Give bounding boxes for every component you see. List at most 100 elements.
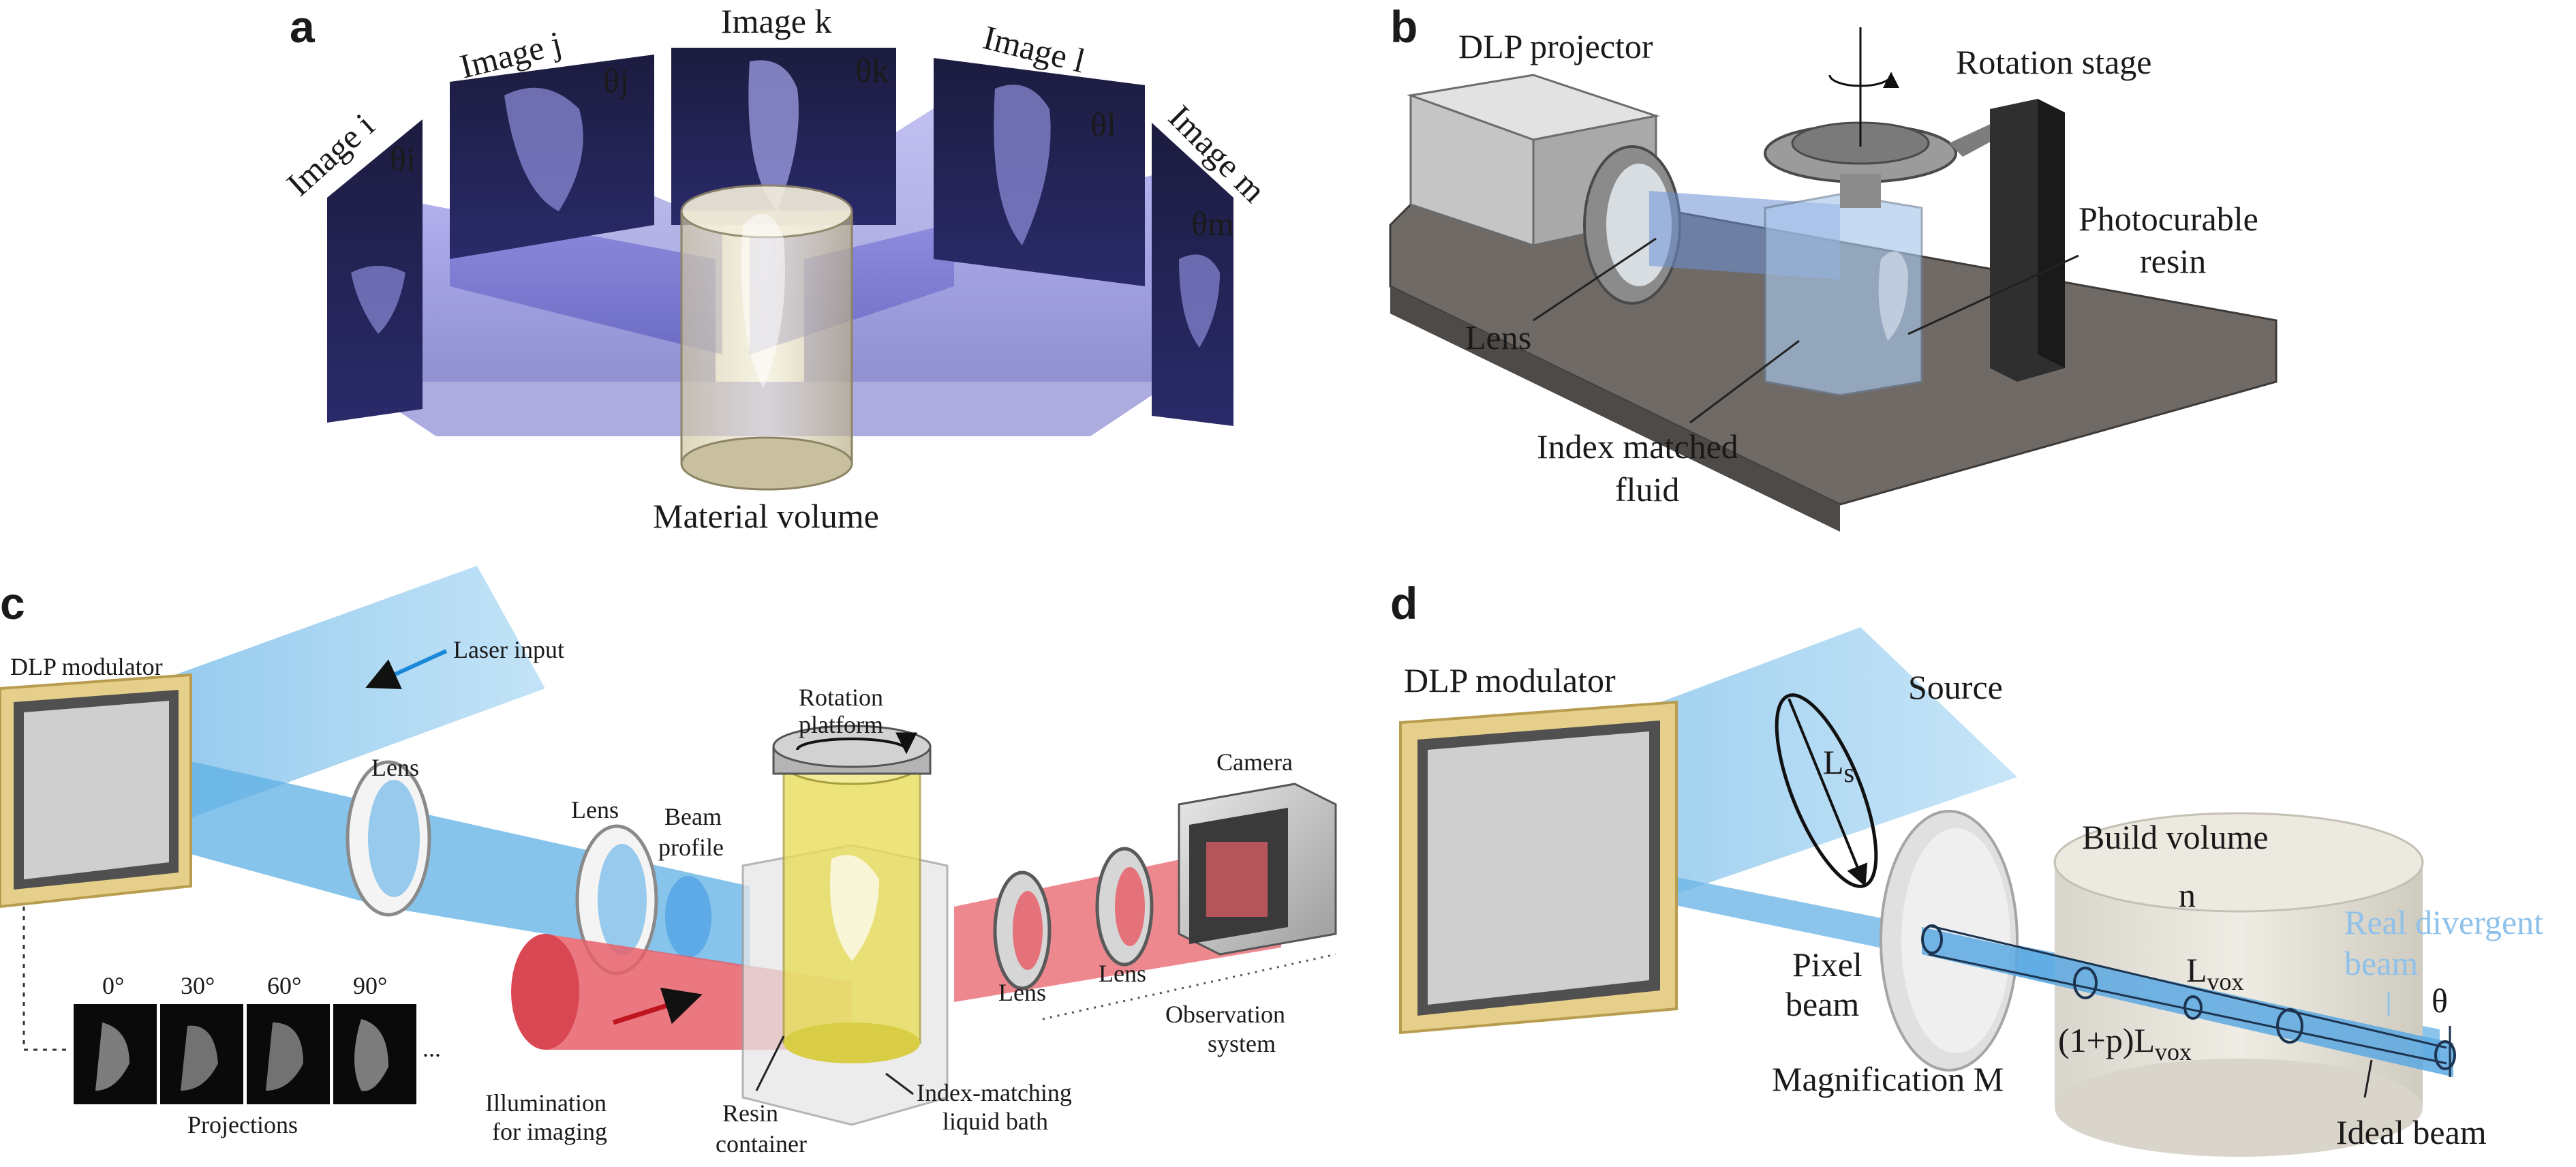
base-platform-edge	[1390, 286, 1840, 532]
image-j-angle: θj	[603, 61, 629, 100]
magnification-label: Magnification M	[1772, 1060, 2004, 1098]
observation-dotted-line	[1042, 953, 1336, 1020]
panel-c-letter: c	[0, 578, 25, 628]
resin-container-label-1: Resin	[722, 1100, 778, 1127]
illumination-arrow-icon	[612, 987, 703, 1025]
panel-a: a Image i θi Image j θj Image k θk	[279, 1, 1274, 535]
lens-c3-label: Lens	[998, 979, 1046, 1006]
lens-label: Lens	[1465, 318, 1531, 357]
voxel-ring-5	[2434, 1040, 2456, 1070]
material-volume-label: Material volume	[653, 497, 879, 535]
fluid-leader	[1689, 339, 1800, 424]
lens-c4-label: Lens	[1099, 960, 1146, 987]
lens-c1-label: Lens	[371, 754, 419, 781]
rotation-arrow-icon	[1828, 72, 1899, 89]
fluid-label-1: Index matched	[1537, 427, 1738, 466]
resin-container-label-2: container	[716, 1130, 807, 1157]
ideal-beam-line-2	[1928, 924, 2447, 1049]
rotation-stage-label: Rotation stage	[1956, 43, 2151, 81]
photocurable-label-2: resin	[2140, 242, 2206, 280]
angle-90-label: 90°	[353, 972, 387, 999]
angle-30-label: 30°	[181, 972, 215, 999]
angle-0-label: 0°	[102, 972, 124, 999]
image-k-angle: θk	[855, 51, 889, 89]
image-plane-i: Image i θi	[279, 106, 423, 423]
image-plane-j: Image j θj	[450, 24, 654, 259]
ideal-beam-leader	[2363, 1059, 2373, 1098]
angle-60-label: 60°	[267, 972, 301, 999]
source-width-arrow	[1788, 698, 1868, 887]
resin-container	[782, 742, 921, 1063]
voxel-ring-4	[2276, 1008, 2303, 1044]
projection-dashed-link	[22, 907, 68, 1051]
image-m-angle: θm	[1191, 204, 1234, 243]
lens-c2	[575, 824, 658, 975]
panel-b: b	[1389, 1, 2278, 532]
dlp-modulator-d	[1399, 700, 1678, 1035]
refractive-index-label: n	[2179, 876, 2196, 914]
platform-rotation-icon	[796, 732, 917, 755]
panel-a-letter: a	[290, 1, 316, 52]
dlp-modulator-c	[0, 673, 192, 909]
lens-leader	[1533, 237, 1657, 322]
resin-vat	[1764, 193, 1923, 397]
projections-strip	[74, 1004, 416, 1104]
laser-input-label: Laser input	[453, 636, 564, 663]
build-volume-label: Build volume	[2082, 818, 2269, 856]
material-volume-cylinder	[680, 184, 853, 491]
image-k-title: Image k	[721, 2, 831, 40]
voxel-ring-2	[2073, 967, 2098, 999]
projections-ellipsis: ...	[423, 1035, 441, 1062]
lvox-label: Lvox	[2186, 951, 2244, 995]
beam-profile-label-2: profile	[658, 834, 724, 861]
resin-leader	[1907, 254, 2079, 335]
observation-label-1: Observation	[1165, 1001, 1285, 1028]
voxel-ring-1	[1921, 924, 1943, 954]
pixel-beam-inside	[1922, 927, 2453, 1077]
image-i-angle: θi	[390, 140, 416, 178]
theta-label: θ	[2432, 982, 2448, 1020]
image-plane-l: Image l θl	[934, 18, 1145, 286]
camera-label: Camera	[1216, 748, 1293, 776]
beam-profile-icon	[665, 876, 711, 958]
vertical-post	[1990, 99, 2065, 382]
photocurable-label-1: Photocurable	[2079, 200, 2258, 238]
camera-box	[1178, 783, 1337, 956]
image-plane-m: Image m θm	[1152, 97, 1274, 426]
p-lvox-label: (1+p)Lvox	[2058, 1021, 2192, 1065]
illumination-label-1: Illumination	[485, 1089, 607, 1117]
dlp-modulator-c-label: DLP modulator	[10, 653, 163, 680]
panel-b-letter: b	[1390, 1, 1417, 52]
source-label: Source	[1908, 668, 2003, 706]
projections-label: Projections	[187, 1111, 298, 1138]
beam-profile-label-1: Beam	[664, 803, 722, 830]
pixel-beam-label-2: beam	[1785, 985, 1859, 1023]
rotation-platform-label-2: platform	[799, 711, 883, 738]
lens-c1	[346, 760, 431, 917]
real-beam-label-1: Real divergent	[2344, 903, 2543, 941]
illumination-label-2: for imaging	[492, 1118, 607, 1145]
real-beam-label-2: beam	[2344, 944, 2418, 982]
fluid-label-2: fluid	[1615, 470, 1679, 509]
panel-d-letter: d	[1390, 578, 1417, 628]
image-l-angle: θl	[1090, 106, 1116, 144]
lens-c4	[1095, 847, 1154, 967]
lens-c3	[993, 870, 1052, 990]
panel-d: d	[1390, 578, 2543, 1157]
dlp-modulator-d-label: DLP modulator	[1404, 661, 1616, 699]
laser-arrow-icon	[365, 649, 448, 689]
panel-c: c	[0, 566, 1337, 1157]
rotation-platform-label-1: Rotation	[799, 684, 883, 711]
observation-label-2: system	[1208, 1030, 1276, 1057]
pixel-beam-label-1: Pixel	[1792, 945, 1862, 984]
dlp-projector-label: DLP projector	[1458, 27, 1653, 65]
resin-container-leader	[755, 1035, 785, 1091]
bath-label-2: liquid bath	[942, 1108, 1048, 1135]
ideal-beam-line-1	[1928, 953, 2447, 1065]
illumination-source	[511, 934, 579, 1050]
bath-label-1: Index-matching	[917, 1079, 1072, 1106]
voxel-ring-3	[2183, 995, 2203, 1020]
bath-leader	[885, 1072, 914, 1095]
